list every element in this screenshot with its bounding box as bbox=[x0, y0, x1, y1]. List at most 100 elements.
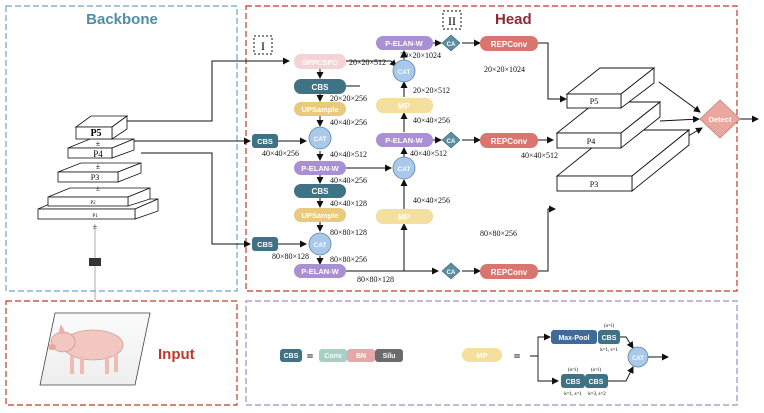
dim-15: 80×80×128 bbox=[330, 228, 367, 237]
legend-maxpool bbox=[551, 330, 597, 344]
ca-label-3: CA bbox=[447, 270, 456, 276]
input-title: Input bbox=[158, 346, 195, 363]
head-right-column: P-ELAN-W CAT MP P-ELAN-W CAT MP CA CA CA… bbox=[376, 34, 538, 280]
ca-node-2 bbox=[441, 131, 461, 149]
pelan-label-2: P-ELAN-W bbox=[301, 267, 339, 276]
legend-oi-1: (o=i) bbox=[604, 324, 614, 329]
dim-19: 80×80×128 bbox=[357, 275, 394, 284]
legend-conv-label: Conv bbox=[324, 353, 342, 360]
legend-cbs bbox=[280, 349, 302, 362]
legend-k1s1-1: k=1, s=1 bbox=[600, 348, 618, 353]
pelan-label-1: P-ELAN-W bbox=[301, 164, 339, 173]
dim-8: 40×40×256 bbox=[262, 149, 299, 158]
dim-7: 40×40×256 bbox=[413, 116, 450, 125]
svg-text:±: ± bbox=[96, 139, 101, 148]
legend-eq-1: = bbox=[307, 349, 314, 363]
legend-conv bbox=[319, 349, 347, 362]
pyramid-p1: P1 bbox=[92, 214, 98, 219]
sppcspc-label: SPPCSPC bbox=[302, 58, 338, 67]
repconv-label-1: REPConv bbox=[491, 40, 528, 49]
cbs-label-1: CBS bbox=[312, 83, 330, 92]
output-p3: P3 bbox=[590, 180, 598, 189]
legend-cbs-b-label: CBS bbox=[566, 379, 581, 386]
cbs-node-1 bbox=[294, 79, 346, 94]
legend-mp bbox=[462, 348, 502, 362]
ca-label-1: CA bbox=[447, 42, 456, 48]
legend-cat-label: CAT bbox=[632, 356, 644, 362]
upsample-label-1: UPSample bbox=[301, 105, 338, 114]
mp-node-1 bbox=[376, 98, 433, 113]
svg-text:±: ± bbox=[93, 222, 98, 231]
pelan-label-4: P-ELAN-W bbox=[385, 136, 423, 145]
marker-one-box bbox=[253, 35, 273, 55]
cbs-node-40 bbox=[252, 134, 278, 148]
output-p4: P4 bbox=[587, 137, 595, 146]
upsample-label-2: UPSample bbox=[301, 211, 338, 220]
legend-cbs-a-label: CBS bbox=[602, 335, 617, 342]
head-frame bbox=[245, 5, 738, 292]
cbs-label-80: CBS bbox=[257, 240, 273, 249]
ca-node-1 bbox=[441, 34, 461, 52]
cat-label-2: CAT bbox=[314, 242, 327, 249]
dim-6: 20×20×512 bbox=[413, 86, 450, 95]
cat-label-1: CAT bbox=[314, 136, 327, 143]
legend-bn bbox=[347, 349, 375, 362]
mp-label-1: MP bbox=[398, 102, 411, 111]
dimension-labels: 20×20×512 20×20×1024 20×20×1024 20×20×25… bbox=[262, 51, 558, 284]
cat-label-3: CAT bbox=[398, 69, 411, 76]
dim-16: 80×80×256 bbox=[480, 229, 517, 238]
pyramid-p2: P2 bbox=[90, 201, 96, 206]
sppcspc-node bbox=[294, 54, 346, 69]
input-connector-block bbox=[89, 258, 101, 266]
svg-text:±: ± bbox=[96, 184, 101, 193]
dim-13: 40×40×128 bbox=[330, 199, 367, 208]
legend-cbs-label: CBS bbox=[284, 353, 299, 360]
repconv-node-3 bbox=[480, 264, 538, 279]
legend-cbs-c-label: CBS bbox=[589, 379, 604, 386]
repconv-label-3: REPConv bbox=[491, 268, 528, 277]
marker-two-box bbox=[442, 10, 462, 30]
dim-2: 20×20×1024 bbox=[400, 51, 441, 60]
pig-image-icon bbox=[39, 312, 151, 386]
upsample-node-2 bbox=[294, 208, 346, 222]
dim-5: 40×40×256 bbox=[330, 118, 367, 127]
pyramid-p4: P4 bbox=[93, 149, 103, 159]
legend-cbs-b bbox=[561, 374, 585, 388]
cat-node-3 bbox=[392, 59, 416, 83]
legend-k3s2: k=3, s=2 bbox=[588, 392, 606, 397]
input-frame bbox=[5, 300, 238, 406]
ca-node-3 bbox=[441, 262, 461, 280]
svg-text:±: ± bbox=[96, 162, 101, 171]
cbs-label-40: CBS bbox=[257, 137, 273, 146]
output-p5: P5 bbox=[590, 97, 598, 106]
cbs-node-2 bbox=[294, 184, 346, 198]
dim-17: 80×80×128 bbox=[272, 252, 309, 261]
output-blocks: P3 P4 P5 Detect bbox=[555, 67, 741, 192]
upsample-node-1 bbox=[294, 102, 346, 116]
dim-10: 40×40×512 bbox=[410, 149, 447, 158]
dim-4: 20×20×256 bbox=[330, 94, 367, 103]
pelan-label-3: P-ELAN-W bbox=[385, 39, 423, 48]
legend-silu bbox=[375, 349, 403, 362]
dim-14: 40×40×256 bbox=[413, 196, 450, 205]
legend-cbs-c bbox=[585, 374, 608, 388]
dim-11: 40×40×512 bbox=[521, 151, 558, 160]
legend-silu-label: Silu bbox=[383, 353, 396, 360]
cat-node-4 bbox=[392, 156, 416, 180]
detect-label: Detect bbox=[709, 115, 732, 124]
marker-one: I bbox=[261, 39, 265, 53]
repconv-node-1 bbox=[480, 36, 538, 51]
ca-label-2: CA bbox=[447, 139, 456, 145]
detect-node bbox=[699, 99, 741, 139]
connections bbox=[127, 39, 759, 275]
repconv-label-2: REPConv bbox=[491, 137, 528, 146]
pyramid-p5: P5 bbox=[90, 128, 101, 139]
cat-node-1 bbox=[308, 126, 332, 150]
legend-maxpool-label: Max-Pool bbox=[558, 335, 589, 342]
legend-mp-label: MP bbox=[476, 351, 487, 360]
pelan-node-1 bbox=[294, 161, 346, 175]
mp-label-2: MP bbox=[398, 213, 411, 222]
cbs-node-80 bbox=[252, 237, 278, 251]
backbone-pyramid: P1 P2 P3 P4 P5 ± ± ± ± bbox=[37, 115, 159, 231]
